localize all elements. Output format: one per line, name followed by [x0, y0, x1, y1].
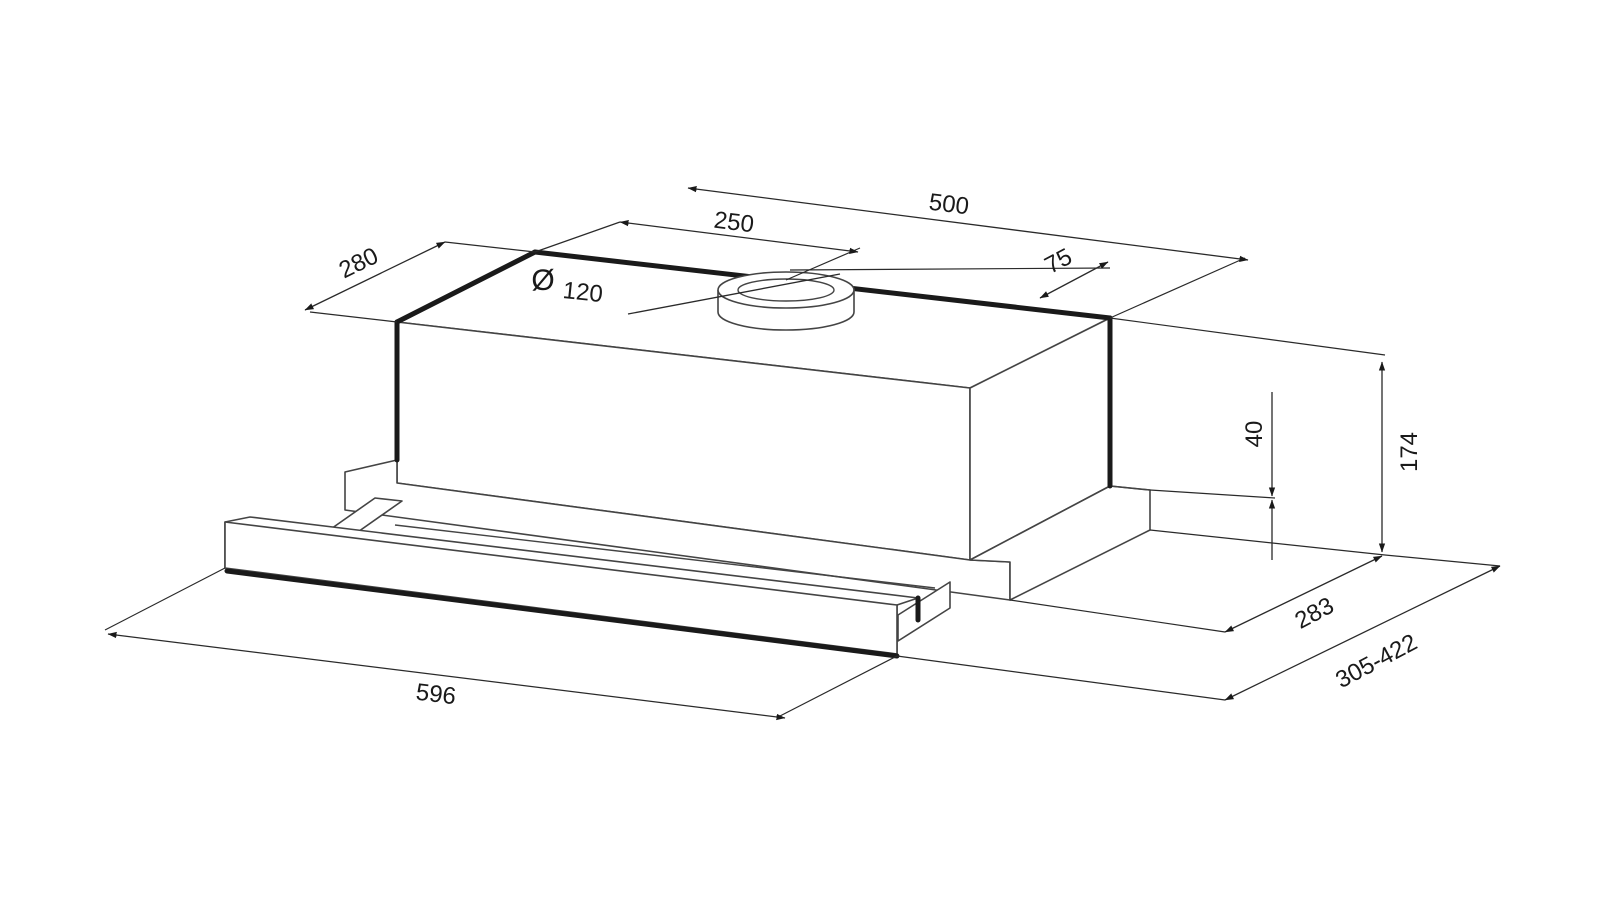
dim-line-305-422	[1224, 565, 1501, 701]
label-75: 75	[1040, 243, 1076, 279]
label-500: 500	[927, 189, 970, 221]
label-305-422: 305-422	[1331, 629, 1421, 694]
label-diameter-symbol: Ø	[531, 264, 554, 297]
outlet-collar	[717, 271, 855, 331]
dim-line-280	[304, 241, 446, 311]
dim-line-596	[107, 631, 786, 721]
outlet-top-rim	[717, 271, 855, 309]
label-diameter-value: 120	[561, 277, 604, 308]
dim-line-500	[687, 185, 1249, 263]
label-174: 174	[1396, 432, 1423, 472]
label-40: 40	[1241, 421, 1268, 448]
drawer-inner-edge-2	[394, 524, 936, 589]
label-250: 250	[712, 207, 755, 239]
drawer-rail-right	[897, 581, 951, 642]
label-280: 280	[335, 242, 383, 284]
diameter-leader	[627, 273, 841, 315]
dim-line-75	[1039, 261, 1109, 299]
label-283: 283	[1290, 592, 1338, 635]
top-left-edge	[394, 249, 538, 325]
outlet-inner-rim	[737, 278, 835, 302]
label-596: 596	[414, 679, 457, 711]
dimension-lines	[107, 185, 1501, 721]
hood-body	[224, 249, 1151, 659]
dim-line-250	[619, 219, 859, 255]
ledge-edge	[1109, 485, 1151, 491]
